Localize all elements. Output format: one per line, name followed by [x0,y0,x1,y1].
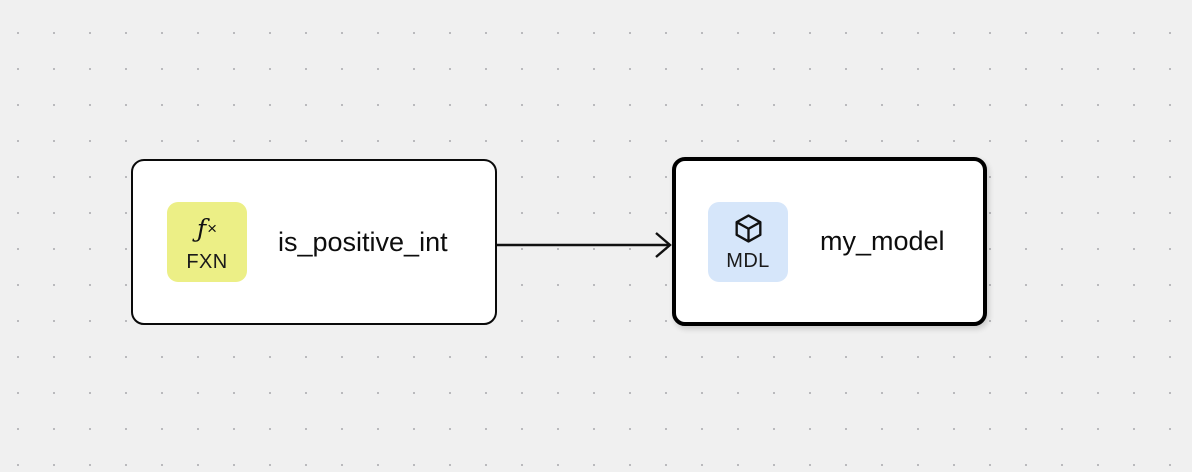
cube-icon [732,212,765,244]
function-glyph-times: × [207,219,218,238]
node-type-badge-mdl: MDL [708,201,788,282]
node-is-positive-int[interactable]: ƒ× FXN is_positive_int [131,159,497,325]
node-my-model[interactable]: MDL my_model [672,157,987,326]
edge-arrowhead-icon [655,232,672,258]
node-type-badge-fxn: ƒ× FXN [167,202,247,282]
function-glyph: ƒ [196,214,207,243]
node-title-my-model: my_model [820,226,945,256]
node-title-is-positive-int: is_positive_int [278,226,448,257]
node-type-label-fxn: FXN [186,250,228,273]
function-icon: ƒ× [197,213,217,245]
node-type-label-mdl: MDL [726,250,770,272]
edge-is_positive_int-to-my_model[interactable] [497,232,672,258]
